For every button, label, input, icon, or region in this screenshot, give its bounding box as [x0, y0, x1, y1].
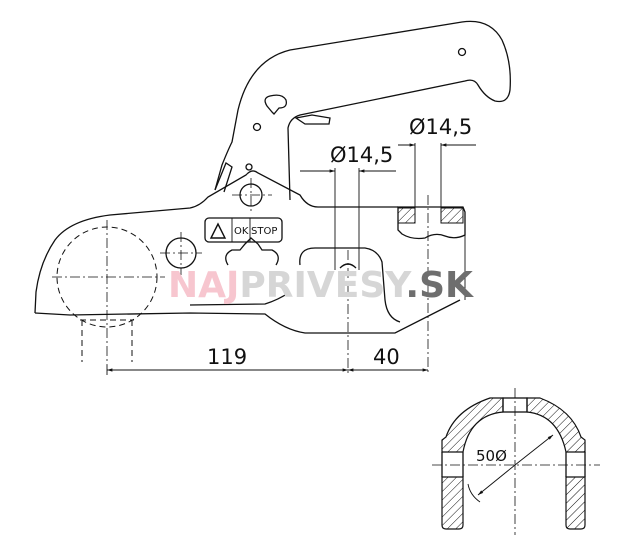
watermark-privesy: PRIVESY	[239, 265, 412, 306]
pivot-hole	[252, 122, 262, 132]
handle-hole	[457, 47, 467, 57]
dim-section-diameter: 50Ø	[476, 447, 507, 465]
watermark-naj: NAJ	[168, 265, 239, 306]
section-hatch-right	[440, 207, 464, 224]
top-knob	[245, 163, 253, 171]
coupling-body	[34, 163, 466, 365]
section-view: 50Ø	[432, 388, 600, 535]
handle-lever	[214, 20, 511, 201]
warning-triangle-icon	[209, 222, 227, 239]
watermark-sk: .SK	[405, 265, 474, 306]
label-ok: OK	[234, 226, 249, 237]
dim-hole-1: Ø14,5	[330, 143, 393, 167]
watermark: NAJPRIVESY.SK	[168, 265, 474, 306]
dim-119: 119	[207, 345, 247, 369]
label-stop: STOP	[251, 226, 277, 237]
svg-text:NAJPRIVESY.SK: NAJPRIVESY.SK	[168, 265, 474, 306]
section-hatch-left	[397, 207, 416, 224]
dimensions: Ø14,5 Ø14,5 119 40	[106, 115, 476, 375]
ok-stop-label: OK STOP	[204, 217, 283, 243]
keyhole	[264, 94, 287, 115]
dim-40: 40	[373, 345, 400, 369]
latch	[294, 114, 331, 125]
dim-hole-2: Ø14,5	[409, 115, 472, 139]
